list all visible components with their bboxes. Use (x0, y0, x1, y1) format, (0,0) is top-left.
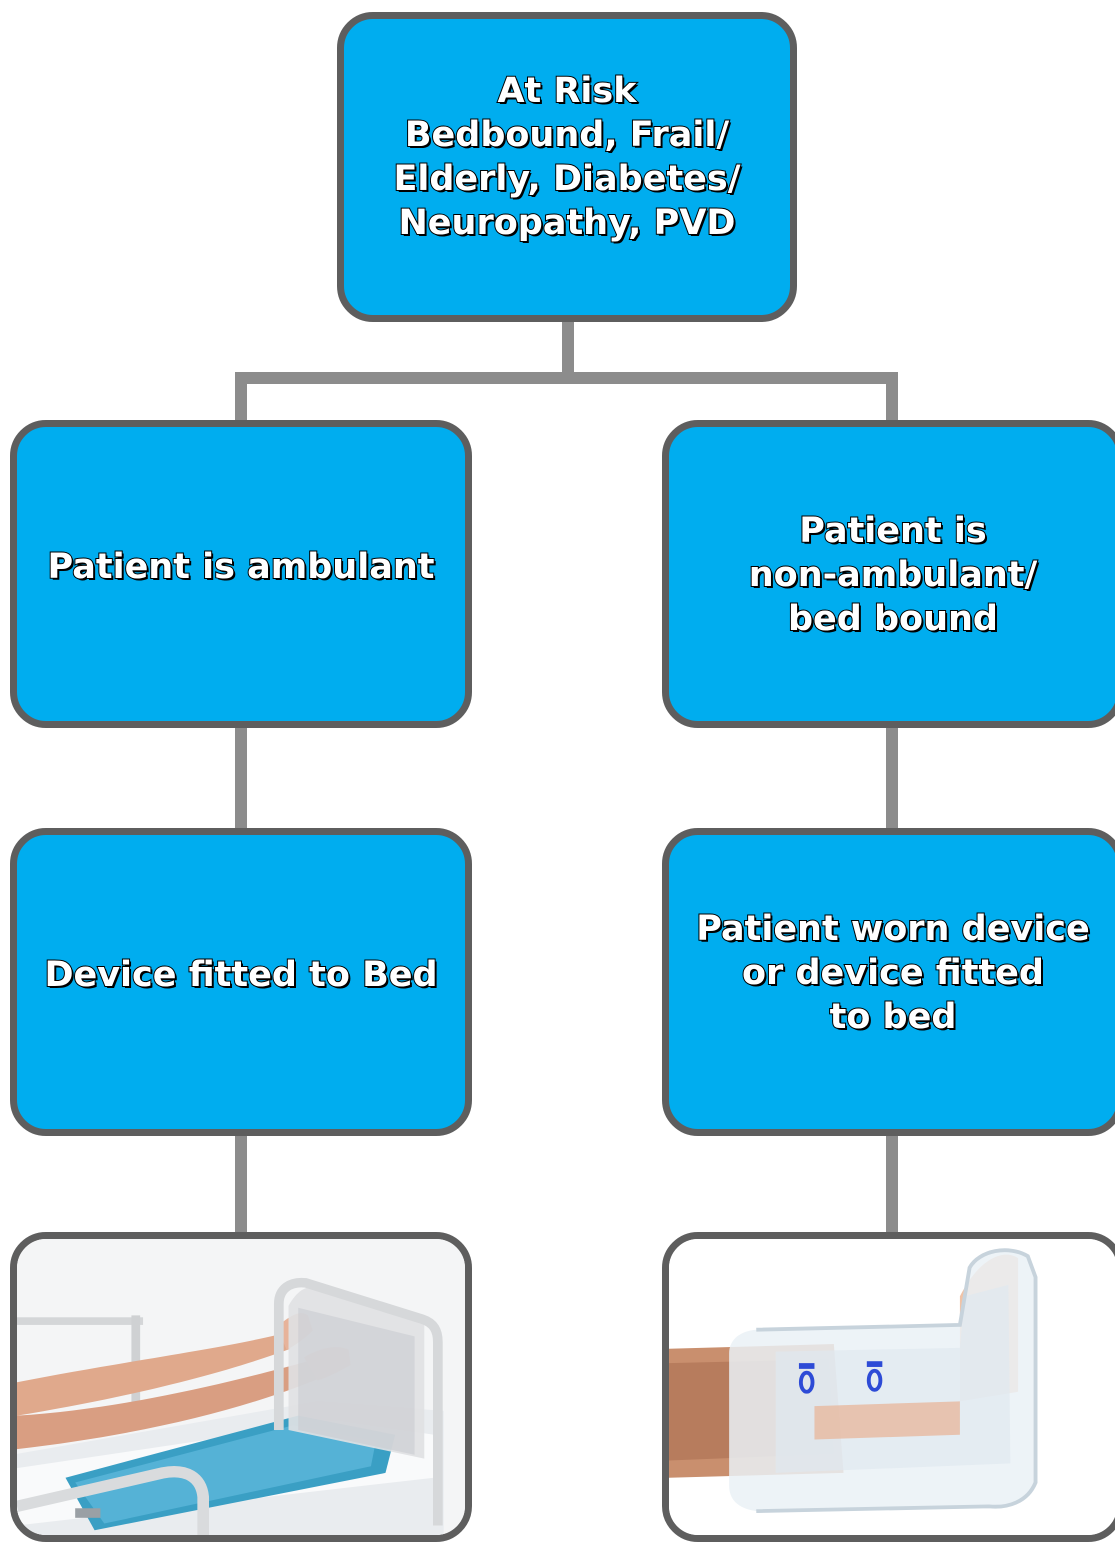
non-ambulant-condition-box: Patient is non-ambulant/ bed bound (662, 420, 1115, 728)
worn-device-recommendation-box: Patient worn device or device fitted to … (662, 828, 1115, 1136)
connector-right-bottom (886, 1134, 898, 1234)
connector-horizontal (235, 372, 898, 384)
connector-root-down (562, 318, 574, 378)
bed-device-recommendation-box: Device fitted to Bed (10, 828, 472, 1136)
worn-device-recommendation-text: Patient worn device or device fitted to … (695, 908, 1090, 1038)
heel-protector-boot-illustration (669, 1239, 1115, 1535)
connector-right-mid (886, 724, 898, 830)
connector-left-top (235, 372, 247, 422)
heel-protector-boot-photo (662, 1232, 1115, 1542)
ambulant-condition-text: Patient is ambulant (47, 546, 436, 588)
non-ambulant-condition-text: Patient is non-ambulant/ bed bound (748, 510, 1039, 640)
connector-left-bottom (235, 1134, 247, 1234)
root-risk-text: At Risk Bedbound, Frail/ Elderly, Diabet… (392, 70, 741, 244)
bed-device-recommendation-text: Device fitted to Bed (43, 954, 438, 996)
bed-foot-cradle-illustration (17, 1239, 465, 1535)
connector-left-mid (235, 724, 247, 830)
bed-foot-cradle-photo (10, 1232, 472, 1542)
ambulant-condition-box: Patient is ambulant (10, 420, 472, 728)
connector-right-top (886, 372, 898, 422)
root-risk-box: At Risk Bedbound, Frail/ Elderly, Diabet… (337, 12, 797, 322)
